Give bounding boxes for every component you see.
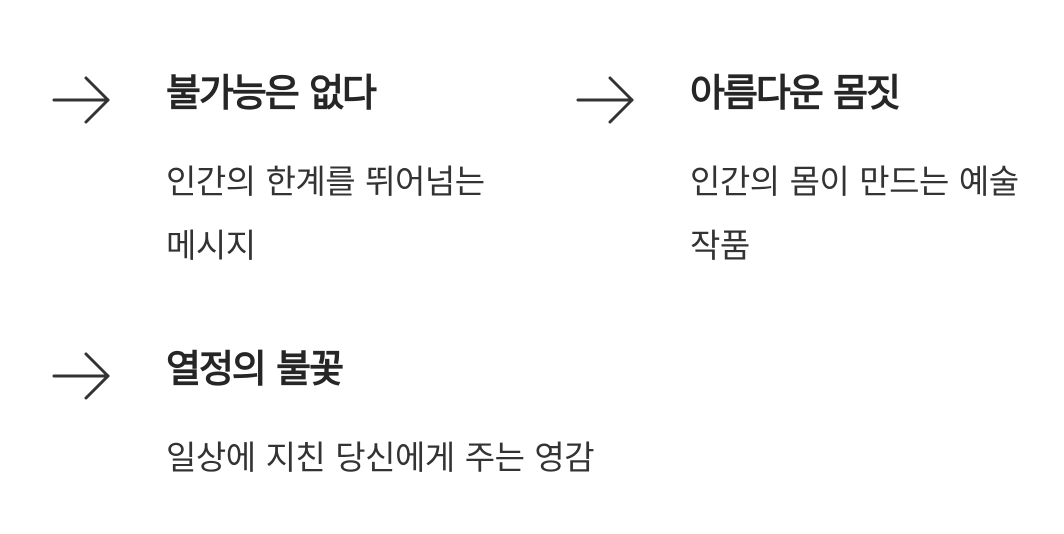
feature-description: 인간의 몸이 만드는 예술 작품 <box>690 162 1019 265</box>
feature-description: 인간의 한계를 뛰어넘는 메시지 <box>166 162 485 265</box>
feature-title: 아름다운 몸짓 <box>690 71 901 115</box>
arrow-right-icon <box>52 352 112 400</box>
arrow-right-icon <box>52 76 112 124</box>
feature-title: 불가능은 없다 <box>166 71 377 115</box>
arrow-right-icon <box>576 76 636 124</box>
feature-description: 일상에 지친 당신에게 주는 영감 <box>166 438 595 477</box>
feature-title: 열정의 불꽃 <box>166 347 344 391</box>
